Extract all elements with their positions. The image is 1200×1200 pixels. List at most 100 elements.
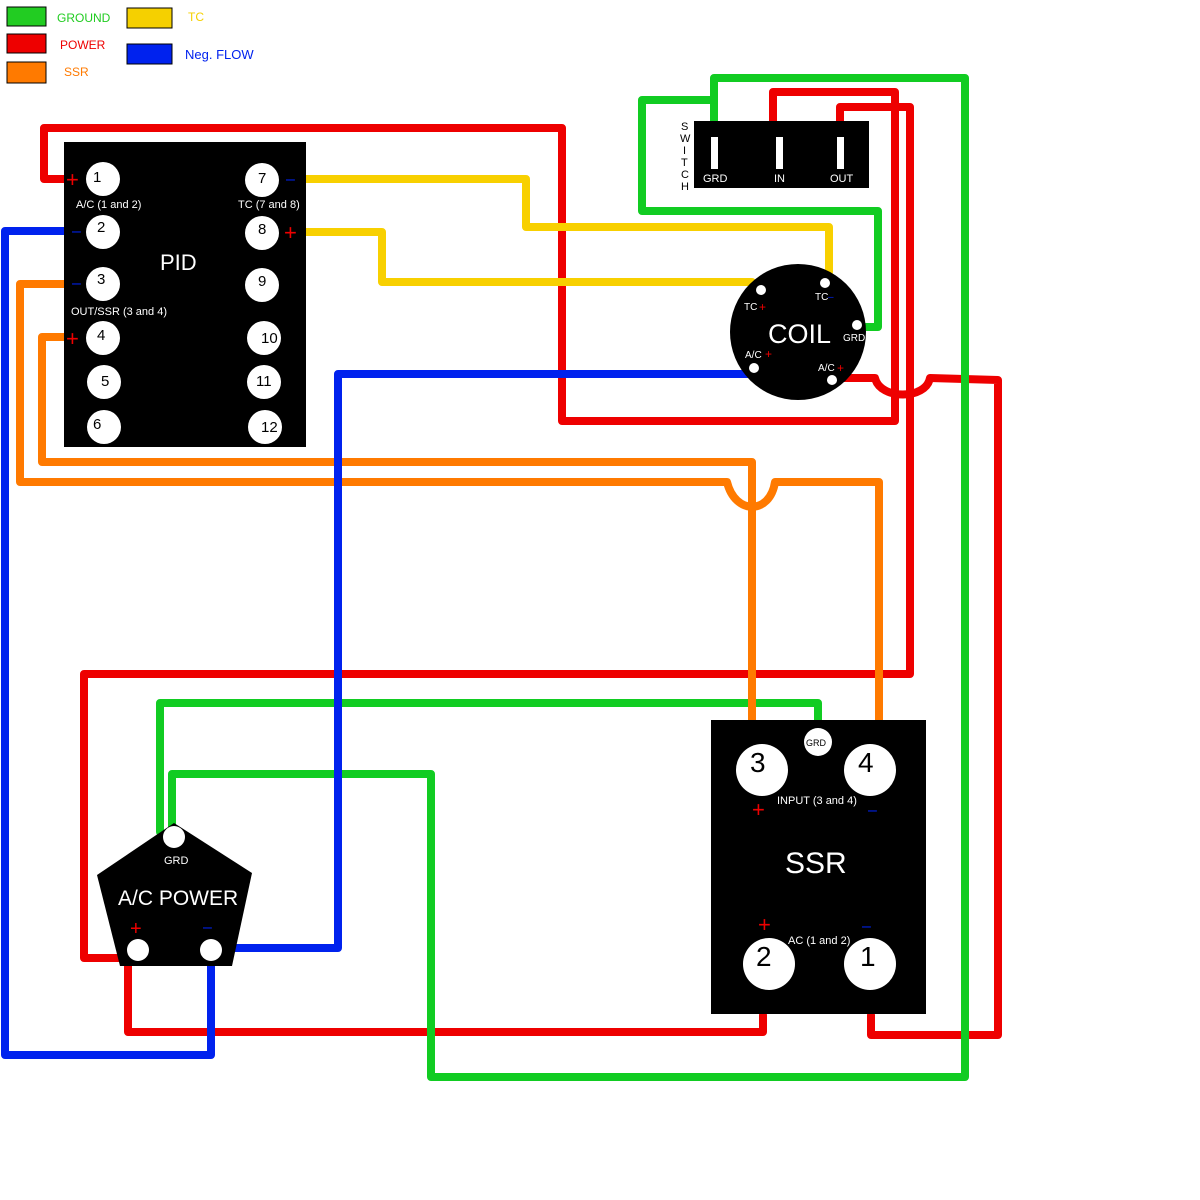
legend-neg-flow-label: Neg. FLOW <box>185 47 254 62</box>
pid-terminal-1-plus: + <box>66 167 79 192</box>
pid-terminal-6[interactable]: 6 <box>87 410 121 444</box>
pid-terminal-5[interactable]: 5 <box>87 365 121 399</box>
wire-ground-switch-to-main <box>168 74 969 1081</box>
coil-tc-plus-terminal[interactable] <box>756 285 766 295</box>
coil-grd-terminal[interactable] <box>852 320 862 330</box>
pid-terminal-6-label: 6 <box>93 416 101 433</box>
pid-controller: PID A/C (1 and 2) TC (7 and 8) OUT/SSR (… <box>64 142 306 447</box>
pid-terminal-3-minus: – <box>72 275 81 292</box>
ac-power-grd-terminal[interactable] <box>163 826 185 848</box>
coil-ac-plus-terminal[interactable] <box>827 375 837 385</box>
ssr-ac-minus: – <box>862 918 871 935</box>
ssr-terminal-3-label: 3 <box>750 747 766 778</box>
pid-terminal-4-plus: + <box>66 326 79 351</box>
pid-terminal-8-plus: + <box>284 220 297 245</box>
coil-title: COIL <box>768 319 831 349</box>
pid-terminal-3[interactable]: 3 <box>86 267 120 301</box>
pid-tc-label: TC (7 and 8) <box>238 199 300 211</box>
ssr-input-minus: – <box>868 802 877 819</box>
pid-terminal-1[interactable]: 1 <box>86 162 120 196</box>
pid-terminal-7-label: 7 <box>258 170 266 187</box>
switch-letter-t: T <box>681 157 688 169</box>
switch-out-label: OUT <box>830 173 854 185</box>
wire-power-coil-to-ssr-1 <box>836 374 1002 1039</box>
legend: GROUND POWER SSR TC Neg. FLOW <box>6 6 254 84</box>
ssr-input-label: INPUT (3 and 4) <box>777 795 857 807</box>
coil-ac-minus-terminal[interactable] <box>749 363 759 373</box>
coil-tc-minus-sign: – <box>828 292 834 303</box>
ac-power-minus-terminal[interactable] <box>200 939 222 961</box>
coil-tc-plus-label: TC <box>744 302 757 313</box>
wire-power-switch-out-to-ssr-top <box>80 103 914 962</box>
ssr: SSR GRD 3 4 INPUT (3 and 4) + – + – AC (… <box>711 720 926 1014</box>
ssr-title: SSR <box>785 847 847 880</box>
ac-power: GRD A/C POWER + – <box>97 823 252 966</box>
ssr-terminal-3[interactable]: 3 <box>736 744 788 796</box>
legend-power-label: POWER <box>60 38 106 52</box>
coil-ac-plus-sign: + <box>837 361 844 375</box>
legend-neg-flow-swatch <box>126 43 173 65</box>
ssr-grd-terminal[interactable] <box>804 728 832 756</box>
switch-in-label: IN <box>774 173 785 185</box>
pid-terminal-2[interactable]: 2 <box>86 215 120 249</box>
switch-letter-i: I <box>683 145 686 157</box>
switch-grd-blade[interactable] <box>711 137 718 169</box>
switch-out-blade[interactable] <box>837 137 844 169</box>
switch-letter-h: H <box>681 181 689 193</box>
ssr-terminal-1[interactable]: 1 <box>844 938 896 990</box>
pid-terminal-11[interactable]: 11 <box>247 365 281 399</box>
pid-terminal-5-label: 5 <box>101 373 109 390</box>
ssr-grd-label: GRD <box>806 738 827 748</box>
pid-terminal-1-label: 1 <box>93 169 101 186</box>
wire-power-pid1-to-coil-ac-plus <box>40 88 899 425</box>
ssr-input-plus: + <box>752 797 765 822</box>
pid-terminal-11-label: 11 <box>256 373 272 390</box>
pid-terminal-2-minus: – <box>72 223 81 240</box>
ac-power-title: A/C POWER <box>118 887 238 910</box>
coil-tc-minus-terminal[interactable] <box>820 278 830 288</box>
wire-tc-pid8-to-coil-tc-plus <box>296 228 756 286</box>
coil: COIL TC + TC – GRD A/C + A/C + <box>730 264 866 400</box>
ssr-terminal-4[interactable]: 4 <box>844 744 896 796</box>
pid-terminal-12-label: 12 <box>261 419 278 436</box>
pid-terminal-4[interactable]: 4 <box>86 321 120 355</box>
ssr-terminal-2-label: 2 <box>756 941 772 972</box>
switch-letter-c: C <box>681 169 689 181</box>
switch-in-blade[interactable] <box>776 137 783 169</box>
wire-ssr-pid4-to-ssr-3 <box>38 333 756 726</box>
coil-ac-minus-label: A/C <box>745 350 762 361</box>
pid-terminal-8[interactable]: 8 <box>245 216 279 250</box>
wire-ground-ssr-to-acpower <box>156 699 822 836</box>
ssr-ac-label: AC (1 and 2) <box>788 935 850 947</box>
pid-terminal-12[interactable]: 12 <box>248 410 282 444</box>
pid-terminal-10-label: 10 <box>261 330 278 347</box>
wire-neg-coil-to-acminus <box>226 370 752 952</box>
pid-terminal-2-label: 2 <box>97 219 105 236</box>
switch-letter-w: W <box>680 133 691 145</box>
coil-ac-plus-label: A/C <box>818 363 835 374</box>
legend-tc-swatch <box>126 7 173 29</box>
ac-power-body <box>97 823 252 966</box>
ssr-terminal-1-label: 1 <box>860 941 876 972</box>
pid-terminal-10[interactable]: 10 <box>247 321 281 355</box>
legend-ground-label: GROUND <box>57 11 111 25</box>
ac-power-plus-terminal[interactable] <box>127 939 149 961</box>
switch: S W I T C H GRD IN OUT <box>680 121 869 193</box>
coil-ac-minus-sign: + <box>765 347 772 361</box>
switch-grd-label: GRD <box>703 173 728 185</box>
pid-terminal-4-label: 4 <box>97 327 105 344</box>
ac-power-plus-sign: + <box>130 918 142 940</box>
pid-ac-label: A/C (1 and 2) <box>76 199 141 211</box>
pid-terminal-3-label: 3 <box>97 271 105 288</box>
ac-power-grd-label: GRD <box>164 855 189 867</box>
pid-terminal-7[interactable]: 7 <box>245 163 279 197</box>
pid-terminal-9[interactable]: 9 <box>245 268 279 302</box>
ssr-terminal-2[interactable]: 2 <box>743 938 795 990</box>
coil-body <box>730 264 866 400</box>
ssr-terminal-4-label: 4 <box>858 747 874 778</box>
pid-terminal-7-minus: – <box>286 171 295 188</box>
legend-ground-swatch <box>6 6 47 27</box>
wire-neg-pid2-to-acminus <box>1 227 215 1059</box>
wires <box>1 74 1002 1081</box>
